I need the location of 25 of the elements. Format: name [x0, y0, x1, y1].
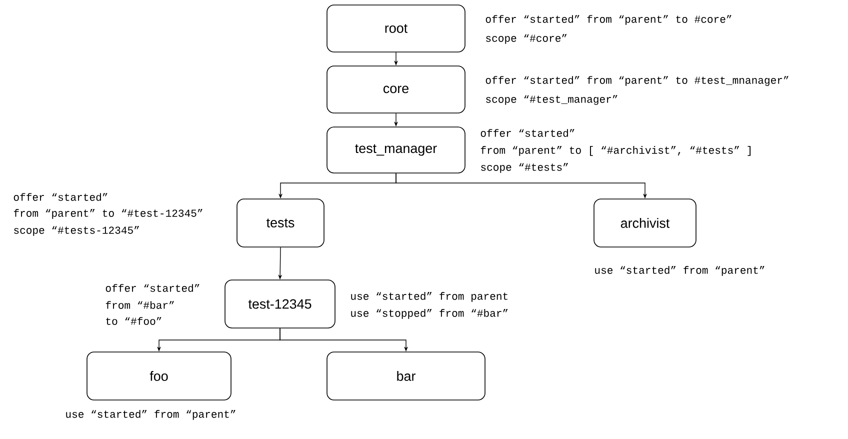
code-annotation: from “parent” to “#test-12345” — [14, 209, 202, 219]
process-box: foo — [86, 352, 232, 400]
code-annotation: scope “#core” — [486, 34, 567, 44]
process-box: root — [326, 4, 466, 52]
code-annotation: offer “started” — [14, 193, 108, 201]
code-annotation: from “#bar” — [106, 301, 174, 309]
process-box: archivist — [594, 198, 696, 248]
code-annotation: use “stopped” from “#bar” — [351, 309, 508, 319]
code-annotation: offer “started” — [106, 284, 200, 292]
code-annotation: scope “#test_manager” — [486, 95, 618, 105]
code-annotation: offer “started” from “parent” to #core” — [486, 15, 732, 25]
code-annotation: to “#foo” — [106, 317, 162, 325]
process-box: test-12345 — [224, 280, 336, 328]
code-annotation: scope “#tests” — [481, 163, 568, 173]
code-annotation: offer “started” from “parent” to #test_mnanager” — [486, 76, 788, 86]
process-box: test_manager — [326, 126, 466, 174]
process-box: bar — [326, 352, 486, 400]
code-annotation: from “parent” to [ “#archivist”, “#tests” ] — [480, 146, 751, 156]
code-annotation: use “started” from “parent” — [66, 410, 236, 420]
code-annotation: use “started” from parent — [351, 292, 508, 302]
code-annotation: use “started” from “parent” — [595, 266, 764, 276]
code-annotation: offer “started” — [480, 129, 574, 137]
process-box: core — [326, 66, 466, 114]
process-box: tests — [236, 198, 324, 248]
code-annotation: scope “#tests-12345” — [14, 226, 140, 236]
